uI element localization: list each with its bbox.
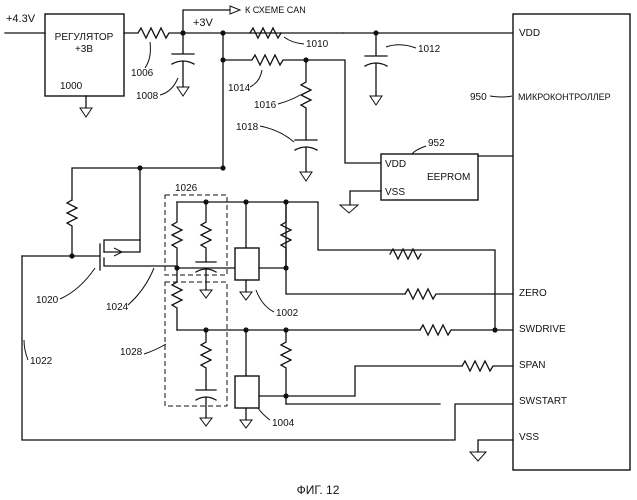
resistor-span [462,361,513,371]
component-1004 [235,376,259,408]
resistor-zero-series [405,289,513,299]
ref-1020: 1020 [36,295,59,306]
ground-symbol-icon [177,87,189,96]
ref-1016: 1016 [254,100,277,111]
ground-symbol-icon [470,452,486,461]
figure-caption: ФИГ. 12 [297,483,340,497]
ref-1006: 1006 [131,68,154,79]
mcu-pin-zero: ZERO [519,288,547,299]
leader-1018 [260,126,294,142]
mcu-pin-vdd: VDD [519,28,540,39]
leader-1020 [60,268,95,299]
ref-1024: 1024 [106,302,129,313]
leader-950 [490,96,512,97]
mcu-label: МИКРОКОНТРОЛЛЕР [518,92,611,102]
rc-1028 [196,330,216,418]
regulator-block [45,14,124,96]
mcu-pin-vss: VSS [519,432,539,443]
dashed-box-1026 [165,195,227,275]
ground-symbol-icon [340,205,358,213]
eeprom-vss-pin: VSS [385,187,405,198]
leader-1006 [145,42,150,68]
leader-1022 [24,340,28,360]
resistor-1028a [172,268,182,330]
ref-1028: 1028 [120,347,143,358]
resistor-left [67,200,77,256]
rc-1026 [196,202,216,290]
ref-1002: 1002 [276,308,299,319]
ref-1004: 1004 [272,418,295,429]
junction-dot [220,165,225,170]
wire-1022 [22,256,513,440]
leader-1008 [160,78,178,95]
resistor-1026a [172,202,182,268]
ground-symbol-icon [240,292,252,300]
mcu-pin-swstart: SWSTART [519,396,567,407]
leader-952 [412,146,426,154]
resistor-span-pull [281,330,291,404]
component-1002 [235,248,259,280]
ground-symbol-icon [80,108,92,117]
leader-1028 [144,344,166,354]
resistor-1016-capacitor-1018 [295,60,317,172]
ground-symbol-icon [240,420,252,428]
transistor-1020 [22,240,177,270]
leader-1004 [258,408,270,420]
to-can-label: К СХЕМЕ CAN [245,5,306,15]
junction-dot [220,57,225,62]
capacitor-1008 [172,33,194,87]
regulator-label: РЕГУЛЯТОР [55,32,114,43]
eeprom-label: EEPROM [427,172,470,183]
resistor-swdrive [420,325,513,335]
capacitor-1012 [365,33,387,96]
ref-1010: 1010 [306,39,329,50]
ground-symbol-icon [200,290,212,298]
leader-1012 [386,45,416,48]
mcu-pin-swdrive: SWDRIVE [519,324,566,335]
ground-symbol-icon [200,418,212,426]
ref-1008: 1008 [136,91,159,102]
ref-1018: 1018 [236,122,259,133]
ref-1014: 1014 [228,83,251,94]
ref-1026: 1026 [175,183,198,194]
zero-rail-wire [177,202,495,330]
eeprom-vdd-pin: VDD [385,159,406,170]
regulator-ref: 1000 [60,81,83,92]
mcu-vss-wire [478,440,513,452]
ground-symbol-icon [370,96,382,105]
ref-1012: 1012 [418,44,441,55]
span-wire [286,366,462,396]
ref-952: 952 [428,138,445,149]
input-voltage-label: +4.3V [6,13,36,25]
regulator-voltage-label: +3В [75,44,93,55]
mcu-pin-span: SPAN [519,360,546,371]
leader-1002 [256,290,274,312]
resistor-1006 [124,28,343,38]
leader-1024 [128,268,154,305]
dashed-box-1028 [165,282,227,406]
rail-voltage-label: +3V [193,17,214,29]
leader-1014 [250,70,262,87]
resistor-zero [281,202,405,294]
leader-1010 [284,37,304,44]
ground-symbol-icon [300,172,312,181]
leader-1016 [278,95,300,104]
arrow-right-icon [230,6,240,14]
ref-1022: 1022 [30,356,53,367]
eeprom-vss-wire [350,191,381,205]
ref-950: 950 [470,92,487,103]
